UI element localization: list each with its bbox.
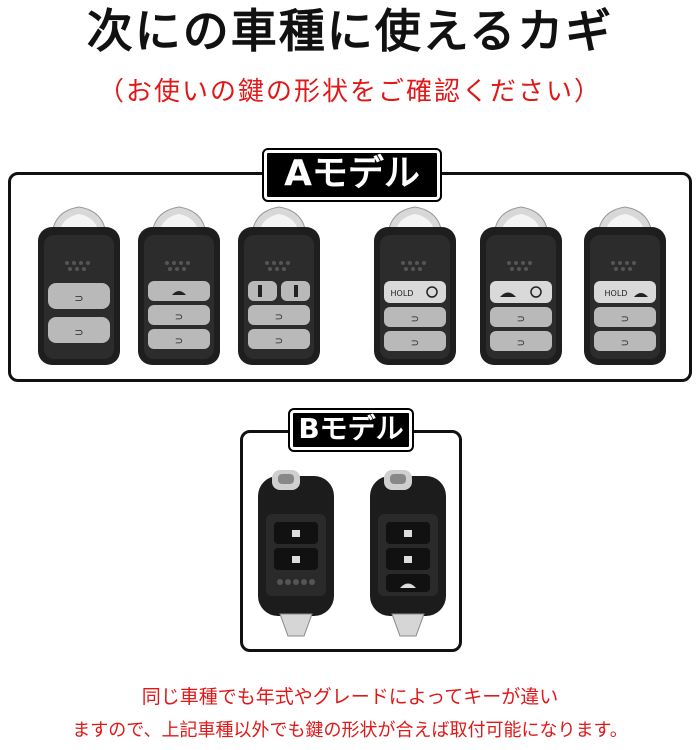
svg-text:⊃: ⊃ bbox=[411, 338, 419, 349]
svg-text:⊃: ⊃ bbox=[175, 312, 183, 323]
svg-text:⊃: ⊃ bbox=[621, 314, 629, 325]
svg-text:⊃: ⊃ bbox=[175, 336, 183, 347]
svg-text:⊃: ⊃ bbox=[275, 336, 283, 347]
key-a6: HOLD ⊃ ⊃ bbox=[580, 205, 670, 367]
page-title: 次にの車種に使えるカギ bbox=[86, 4, 614, 58]
model-b-label: Bモデル bbox=[288, 408, 414, 452]
page-subtitle: （お使いの鍵の形状をご確認ください） bbox=[97, 77, 602, 107]
svg-text:⊃: ⊃ bbox=[517, 314, 525, 325]
hold-text-a6: HOLD bbox=[605, 289, 628, 298]
svg-text:⊃: ⊃ bbox=[74, 326, 83, 339]
svg-text:⊃: ⊃ bbox=[411, 314, 419, 325]
note-line-1: 同じ車種でも年式やグレードによってキーが違い bbox=[141, 686, 559, 708]
hold-text-a4: HOLD bbox=[391, 289, 414, 298]
key-a3: ⊃ ⊃ bbox=[234, 205, 324, 367]
key-a4: HOLD ⊃ ⊃ bbox=[370, 205, 460, 367]
key-b2 bbox=[366, 466, 450, 638]
svg-text:⊃: ⊃ bbox=[621, 338, 629, 349]
key-a1: ⊃ ⊃ bbox=[34, 205, 124, 367]
note-line-2: ますので、上記車種以外でも鍵の形状が合えば取付可能になります。 bbox=[72, 720, 628, 741]
svg-text:⊃: ⊃ bbox=[517, 338, 525, 349]
key-b1 bbox=[254, 466, 338, 638]
key-a2: ⊃ ⊃ bbox=[134, 205, 224, 367]
svg-text:⊃: ⊃ bbox=[275, 312, 283, 323]
key-a5: ⊃ ⊃ bbox=[476, 205, 566, 367]
svg-text:⊃: ⊃ bbox=[74, 292, 83, 305]
model-a-label: Aモデル bbox=[262, 148, 442, 202]
